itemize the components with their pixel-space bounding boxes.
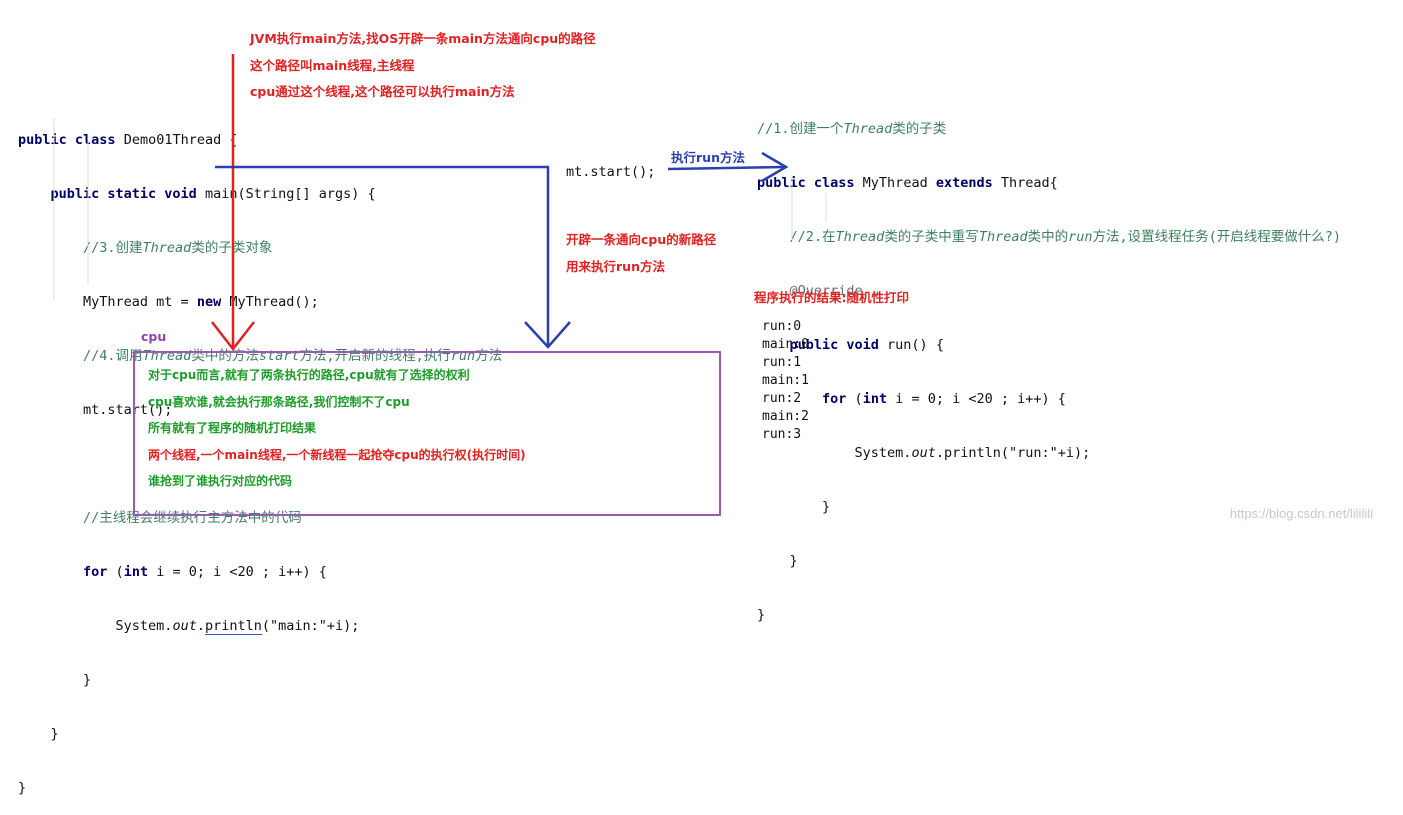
cpu-line: cpu喜欢谁,就会执行那条路径,我们控制不了cpu <box>148 394 410 409</box>
new-thread-path <box>215 165 550 345</box>
code-line: } <box>757 553 798 569</box>
run-method-arrow <box>667 165 785 171</box>
run-method-arrowhead <box>761 151 789 183</box>
output-line: run:1 <box>762 355 802 370</box>
output-line: run:2 <box>762 391 802 406</box>
result-title: 程序执行的结果:随机性打印 <box>754 290 909 305</box>
code-line: public void run() { <box>789 337 944 353</box>
output-line: main:0 <box>762 337 809 352</box>
main-thread-arrowhead <box>211 321 255 352</box>
cpu-explanation: 对于cpu而言,就有了两条执行的路径,cpu就有了选择的权利 cpu喜欢谁,就会… <box>148 366 526 499</box>
mythread-class-code: //1.创建一个Thread类的子类 public class MyThread… <box>757 84 1341 642</box>
output-line: run:0 <box>762 319 802 334</box>
run-method-label: 执行run方法 <box>671 150 745 165</box>
code-comment: //2.在Thread类的子类中重写Thread类中的run方法,设置线程任务(… <box>757 229 1342 245</box>
code-line: } <box>18 726 59 742</box>
code-line: } <box>18 672 92 688</box>
cpu-line: 谁抢到了谁执行对应的代码 <box>148 474 293 488</box>
jvm-note: JVM执行main方法,找OS开辟一条main方法通向cpu的路径 <box>250 31 596 46</box>
output-line: main:2 <box>762 409 809 424</box>
cpu-line: 对于cpu而言,就有了两条执行的路径,cpu就有了选择的权利 <box>148 368 470 382</box>
code-line: } <box>757 499 831 515</box>
code-line: } <box>18 780 27 796</box>
cpu-line: 所有就有了程序的随机打印结果 <box>148 421 317 435</box>
override-annotation: @Override <box>757 283 863 299</box>
new-thread-arrowhead <box>524 321 571 349</box>
code-line: for (int i = 0; i <20 ; i++) { <box>83 564 327 580</box>
code-line: System.out.println("main:"+i); <box>18 618 360 635</box>
output-line: main:1 <box>762 373 809 388</box>
code-line: public class MyThread extends Thread{ <box>757 175 1058 191</box>
flow-arrows <box>53 54 827 352</box>
watermark: https://blog.csdn.net/lililili <box>1229 506 1373 521</box>
code-line: } <box>757 607 766 623</box>
cpu-path-note: cpu通过这个线程,这个路径可以执行main方法 <box>250 84 515 99</box>
cpu-label: cpu <box>141 329 167 344</box>
code-line: MyThread mt = new MyThread(); <box>18 294 319 310</box>
code-line: public static void main(String[] args) { <box>50 186 376 202</box>
new-path-note: 开辟一条通向cpu的新路径 <box>566 232 717 247</box>
code-line: mt.start(); <box>18 402 173 418</box>
run-path-note: 用来执行run方法 <box>566 259 665 274</box>
mt-start-call: mt.start(); <box>566 164 656 180</box>
code-comment: //1.创建一个Thread类的子类 <box>757 121 947 137</box>
main-thread-note: 这个路径叫main线程,主线程 <box>250 58 415 73</box>
cpu-line: 两个线程,一个main线程,一个新线程一起抢夺cpu的执行权(执行时间) <box>148 447 526 462</box>
cpu-box <box>133 351 721 516</box>
console-output: run:0 main:0 run:1 main:1 run:2 main:2 r… <box>762 318 809 444</box>
code-line: for (int i = 0; i <20 ; i++) { <box>822 391 1066 407</box>
output-line: run:3 <box>762 427 802 442</box>
code-line: System.out.println("run:"+i); <box>757 445 1091 461</box>
